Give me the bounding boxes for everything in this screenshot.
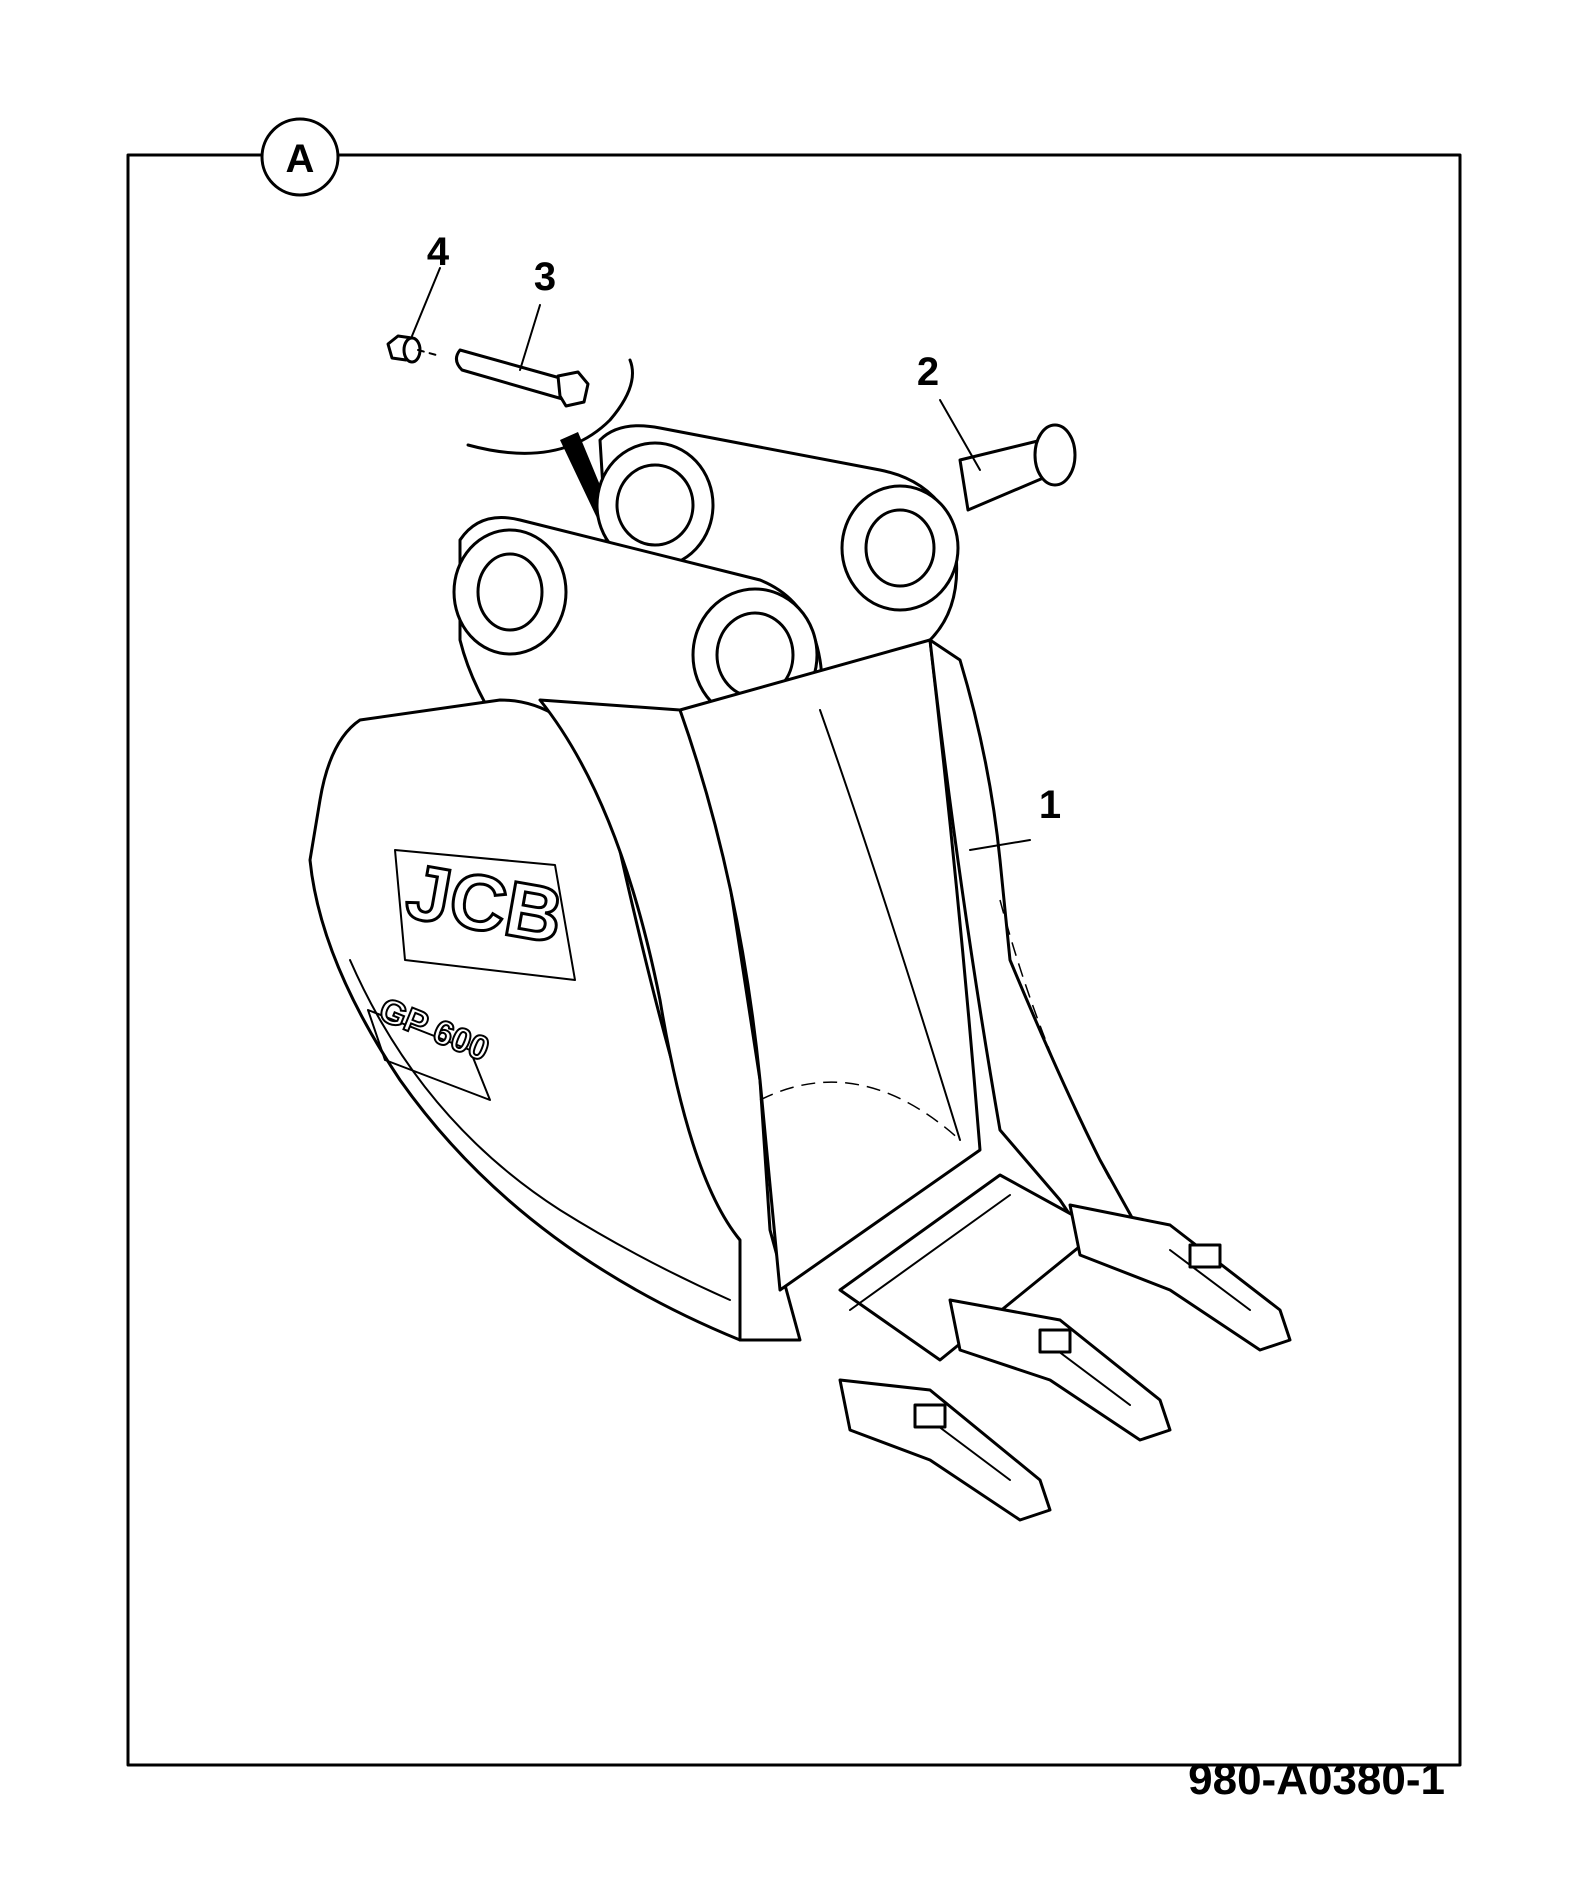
drawing-number: 980-A0380-1 (1188, 1755, 1445, 1804)
bolt-icon (455, 348, 590, 408)
bucket (308, 424, 1152, 1362)
tooth-left (838, 1378, 1052, 1522)
view-frame (126, 153, 1462, 1767)
detail-arc (466, 358, 634, 455)
callout-1: 1 (1039, 783, 1061, 827)
callout-3: 3 (534, 255, 556, 299)
view-letter: A (286, 137, 315, 181)
tooth-right (1068, 1203, 1292, 1352)
view-label: A (260, 117, 340, 197)
pin-icon (958, 423, 1077, 512)
callout-2: 2 (917, 350, 939, 394)
callout-4: 4 (427, 230, 450, 274)
nut-icon (386, 334, 422, 364)
tooth-middle (948, 1298, 1172, 1442)
